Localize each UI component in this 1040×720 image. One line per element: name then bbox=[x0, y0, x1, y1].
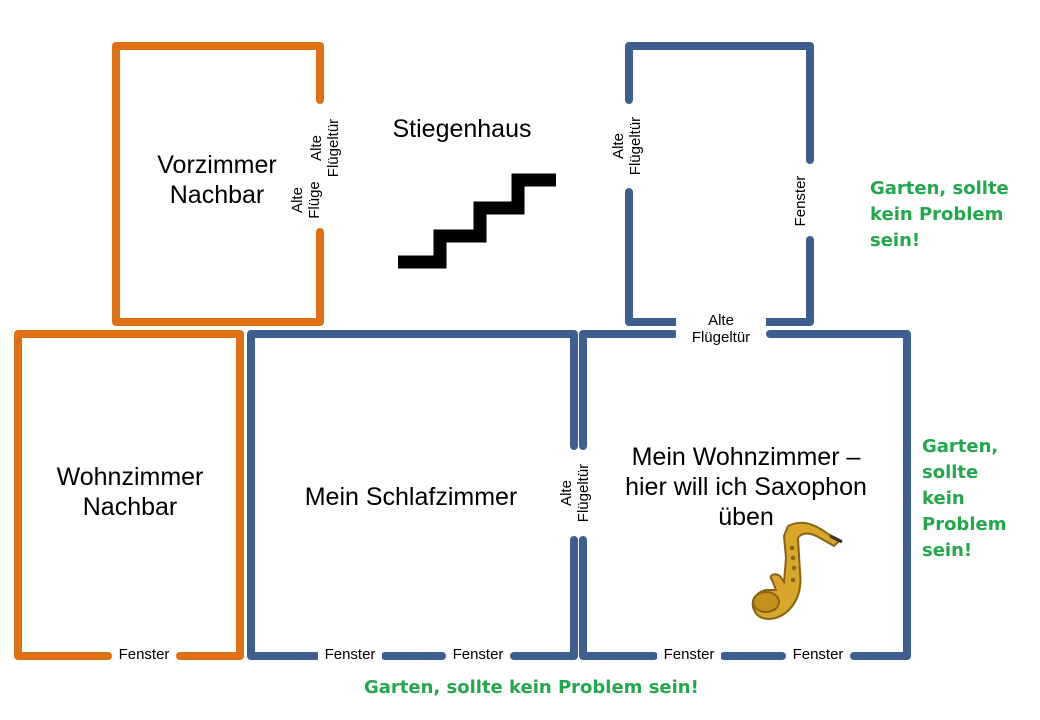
door-text-fluegeltuer: Flügeltür bbox=[627, 116, 645, 176]
room-wohnzimmer-nachbar-walls bbox=[14, 330, 244, 660]
door-upper-right-label: Alte Flügeltür bbox=[610, 108, 650, 184]
window-schlafzimmer-right: Fenster bbox=[446, 646, 510, 664]
door-text-alte: Alte bbox=[558, 480, 575, 506]
garden-note-line: sollte bbox=[922, 462, 979, 484]
room-wohnzimmer-line3: üben bbox=[718, 503, 774, 531]
window-wohnzimmer-nachbar: Fenster bbox=[112, 646, 176, 664]
door-vorzimmer-outer-label: Alte Flüge bbox=[289, 171, 329, 229]
garden-note-bottom: Garten, sollte kein Problem sein! bbox=[364, 677, 699, 698]
room-vorzimmer-nachbar-walls bbox=[112, 42, 324, 326]
garden-note-line: kein Problem bbox=[870, 204, 1004, 226]
garden-note-line: sein! bbox=[922, 540, 973, 562]
garden-note-right-top: Garten, sollte kein Problem sein! bbox=[870, 176, 1009, 254]
door-text-fluegeltuer: Flügeltür bbox=[575, 463, 593, 523]
room-upper-right-walls bbox=[625, 42, 814, 326]
room-vorzimmer-line1: Vorzimmer bbox=[157, 151, 277, 179]
room-wohnzimmer-nachbar-line1: Wohnzimmer bbox=[56, 463, 204, 491]
garden-note-right: Garten, sollte kein Problem sein! bbox=[922, 434, 1006, 564]
room-schlafzimmer-walls bbox=[247, 330, 578, 660]
window-wohnzimmer-left: Fenster bbox=[657, 646, 721, 664]
saxophone-icon bbox=[751, 521, 843, 620]
room-wohnzimmer-nachbar-label: Wohnzimmer Nachbar bbox=[30, 462, 230, 522]
room-wohnzimmer-label: Mein Wohnzimmer – hier will ich Saxophon… bbox=[600, 442, 892, 532]
garden-note-line: Garten, sollte bbox=[870, 178, 1009, 199]
stiegenhaus-label: Stiegenhaus bbox=[392, 115, 532, 143]
door-between-bedroom-livingroom-label: Alte Flügeltür bbox=[558, 455, 598, 531]
room-wohnzimmer-line2: hier will ich Saxophon bbox=[625, 473, 867, 501]
garden-note-line: sein! bbox=[870, 230, 921, 252]
door-text-fluegeltuer-cut: Flüge bbox=[306, 181, 324, 219]
window-wohnzimmer-right: Fenster bbox=[786, 646, 850, 664]
window-schlafzimmer-left: Fenster bbox=[318, 646, 382, 664]
door-text-alte: Alte bbox=[708, 312, 734, 329]
room-vorzimmer-line2: Nachbar bbox=[169, 181, 265, 209]
room-schlafzimmer-label: Mein Schlafzimmer bbox=[304, 483, 518, 511]
door-wohnzimmer-top-label: Alte Flügeltür bbox=[676, 312, 766, 347]
garden-note-line: Problem bbox=[922, 514, 1007, 536]
room-wohnzimmer-nachbar-line2: Nachbar bbox=[82, 493, 178, 521]
window-upper-right-label: Fenster bbox=[792, 170, 812, 232]
room-wohnzimmer-walls bbox=[579, 330, 911, 660]
stairs-icon bbox=[398, 173, 556, 269]
door-text-alte: Alte bbox=[610, 133, 627, 159]
garden-note-line: kein bbox=[922, 488, 965, 510]
garden-note-line: Garten, bbox=[922, 436, 999, 457]
door-text-alte: Alte bbox=[289, 187, 306, 213]
door-text-fluegeltuer: Flügeltür bbox=[691, 329, 751, 347]
room-vorzimmer-nachbar-label: Vorzimmer Nachbar bbox=[142, 150, 292, 210]
room-wohnzimmer-line1: Mein Wohnzimmer – bbox=[631, 443, 861, 471]
